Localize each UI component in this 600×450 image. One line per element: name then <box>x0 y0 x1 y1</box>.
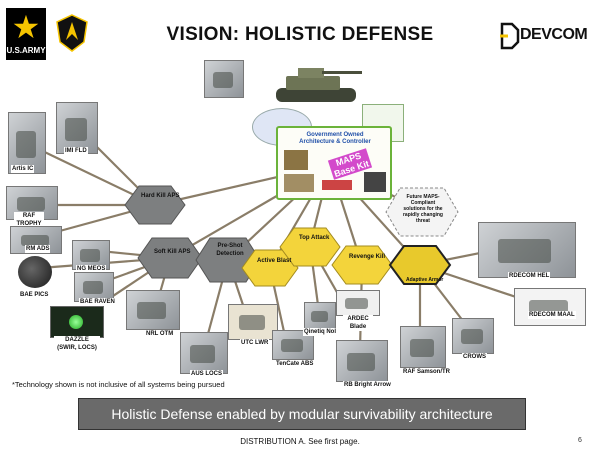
hub-title-line2: Architecture & Controller <box>299 139 371 145</box>
label-crows: CROWS <box>462 353 487 361</box>
devcom-mark-icon <box>500 22 520 50</box>
label-top-attack: Top Attack <box>299 235 330 241</box>
label-qinetiq-nol: Qinetiq Nol <box>303 328 337 336</box>
photo-crows <box>452 318 494 354</box>
label-active-blast: Active Blast <box>257 258 292 264</box>
tank-image <box>268 58 364 108</box>
photo-bae-pics <box>18 256 52 288</box>
label-artis-ic: Artis IC <box>11 165 35 173</box>
label-dazzle: DAZZLE (SWIR, LOCS) <box>54 336 100 352</box>
label-ng-meos: NG MEOS <box>76 265 107 273</box>
hex-adaptive-armor <box>388 245 452 285</box>
photo-bae-raven <box>74 272 114 302</box>
hub-device-1 <box>284 150 308 170</box>
label-raf-trophy: RAF TROPHY <box>14 212 44 228</box>
photo-utc-lwr <box>228 304 278 340</box>
label-utc-lwr: UTC LWR <box>240 339 270 347</box>
label-soft-kill: Soft Kill APS <box>154 249 191 255</box>
maps-hub: Government Owned Architecture & Controll… <box>250 104 410 200</box>
us-army-logo: ★ U.S.ARMY <box>6 8 46 60</box>
photo-nrl-otm <box>126 290 180 330</box>
holistic-defense-banner: Holistic Defense enabled by modular surv… <box>78 398 526 430</box>
page-number: 6 <box>578 437 582 444</box>
photo-rm-ads <box>10 226 62 254</box>
photo-rb-bright-arrow <box>336 340 388 382</box>
photo-imi-fld <box>56 102 98 154</box>
page-title: VISION: HOLISTIC DEFENSE <box>166 24 434 45</box>
photo-artis-ic <box>8 112 46 174</box>
hub-device-3 <box>364 172 386 192</box>
label-rdecom-hel: RDECOM HEL <box>508 272 551 280</box>
us-army-wordmark: U.S.ARMY <box>6 46 46 55</box>
hub-device-2 <box>284 174 314 192</box>
hub-box: Government Owned Architecture & Controll… <box>276 126 392 200</box>
photo-dazzle <box>50 306 104 338</box>
label-tencate-abs: TenCate ABS <box>275 360 315 368</box>
label-raf-samson: RAF Samson/TR <box>402 368 452 376</box>
label-imi-fld: IMI FLD <box>64 147 88 155</box>
sensor-photo <box>204 60 244 98</box>
label-rm-ads: RM ADS <box>25 245 51 253</box>
photo-qinetiq-nol <box>304 302 336 330</box>
hex-future <box>385 187 459 237</box>
label-ardec-blade: ARDEC Blade <box>343 315 373 331</box>
label-bae-raven: BAE RAVEN <box>79 298 116 306</box>
label-bae-pics: BAE PICS <box>19 291 50 299</box>
label-pre-shot: Pre-Shot Detection <box>216 243 244 257</box>
hex-soft-kill <box>137 237 203 279</box>
hex-revenge-kill <box>331 245 393 285</box>
label-aus-locs: AUS LOCS <box>190 370 224 378</box>
hex-hard-kill <box>124 185 186 225</box>
star-icon: ★ <box>11 9 41 45</box>
label-adaptive-armor: Adaptive Armor <box>406 277 444 283</box>
photo-ardec-blade <box>336 290 380 316</box>
green-laser-glow-icon <box>69 315 83 329</box>
label-hard-kill: Hard Kill APS <box>141 193 180 199</box>
technology-disclaimer: *Technology shown is not inclusive of al… <box>12 380 225 389</box>
photo-raf-samson <box>400 326 446 368</box>
hub-device-4 <box>322 180 352 190</box>
distribution-statement: DISTRIBUTION A. See first page. <box>240 437 360 446</box>
photo-aus-locs <box>180 332 228 374</box>
photo-rdecom-maal <box>514 288 586 326</box>
label-rb-bright-arrow: RB Bright Arrow <box>343 381 392 389</box>
photo-rdecom-hel <box>478 222 576 278</box>
devcom-wordmark: DEVCOM <box>520 26 588 43</box>
hex-top-attack <box>279 227 341 267</box>
label-future-solutions: Future MAPS-Compliant solutions for the … <box>402 194 443 224</box>
hub-title-line1: Government Owned <box>306 132 364 138</box>
label-rdecom-maal: RDECOM MAAL <box>528 311 576 319</box>
futures-command-logo <box>56 14 88 52</box>
devcom-logo: DEVCOM <box>498 22 588 50</box>
label-revenge-kill: Revenge Kill <box>349 254 386 260</box>
label-nrl-otm: NRL OTM <box>145 330 175 338</box>
